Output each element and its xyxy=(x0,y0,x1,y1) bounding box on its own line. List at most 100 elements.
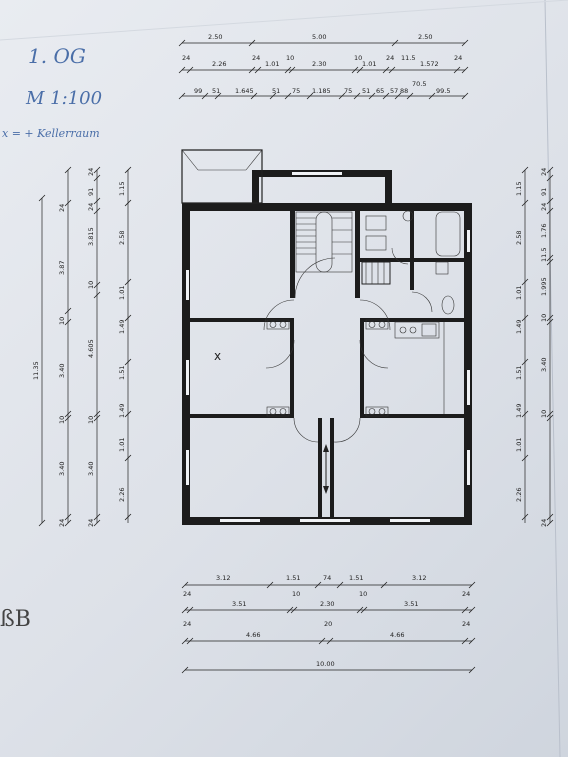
dimension-tick xyxy=(546,414,554,422)
dimension-tick xyxy=(318,637,326,645)
staircase xyxy=(295,211,353,273)
dimension-tick xyxy=(336,581,344,589)
dimension-tick xyxy=(306,92,314,100)
dim-bot2-7: 24 xyxy=(462,590,470,598)
dimension-tick xyxy=(521,358,529,366)
dimension-tick xyxy=(124,513,132,521)
dimension-tick xyxy=(380,581,388,589)
dimension-tick xyxy=(351,66,359,74)
dimension-tick xyxy=(546,410,554,418)
dim-top2-10: 11.5 xyxy=(401,54,415,62)
dim-bot1-4: 1.51 xyxy=(349,574,363,582)
dim-bot3-2: 4.66 xyxy=(246,631,260,639)
dimension-tick xyxy=(546,318,554,326)
dimension-tick xyxy=(356,606,364,614)
dimension-tick xyxy=(314,581,322,589)
dimension-tick xyxy=(461,606,469,614)
dim-top3-1: 99 xyxy=(194,87,202,95)
dimension-tick xyxy=(64,307,72,315)
dimension-tick xyxy=(93,207,101,215)
dim-top2-7: 10 xyxy=(354,54,362,62)
dimension-tick xyxy=(269,92,277,100)
room-mark: x xyxy=(214,349,221,363)
dimension-tick xyxy=(178,66,186,74)
dimension-tick xyxy=(181,666,189,674)
dim-bot1-2: 1.51 xyxy=(286,574,300,582)
dimension-tick xyxy=(201,92,209,100)
chimney-flue xyxy=(323,444,329,494)
dimension-tick xyxy=(521,199,529,207)
dim-top2-1: 24 xyxy=(182,54,190,62)
dimension-tick xyxy=(93,174,101,182)
scale-label: M 1:100 xyxy=(25,88,102,109)
dim-right1-8: 2.26 xyxy=(515,488,523,502)
dimension-tick xyxy=(461,92,469,100)
dim-right2-6: 1.995 xyxy=(540,277,548,296)
dimension-tick xyxy=(186,606,194,614)
dim-top2-9: 24 xyxy=(386,54,394,62)
dim-top3-11: 88 xyxy=(400,87,408,95)
dimension-tick xyxy=(124,358,132,366)
kitchen-counter xyxy=(394,321,445,414)
dim-top-1: 2.50 xyxy=(208,33,222,41)
dimension-tick xyxy=(461,39,469,47)
dim-bot2-6: 3.51 xyxy=(404,600,418,608)
dimension-tick xyxy=(124,278,132,286)
dimension-tick xyxy=(546,166,554,174)
dim-top3-3: 1.645 xyxy=(235,87,254,95)
dim-left2-4: 3.40 xyxy=(58,364,66,378)
dim-top2-2: 2.26 xyxy=(212,60,226,68)
dimension-tick xyxy=(521,166,529,174)
dimension-tick xyxy=(248,66,256,74)
dim-top3-4: 51 xyxy=(272,87,280,95)
dim-left2-3: 10 xyxy=(58,317,66,325)
dimension-tick xyxy=(521,314,529,322)
dim-right2-2: 91 xyxy=(540,188,548,196)
dimension-tick xyxy=(546,197,554,205)
dimension-tick xyxy=(186,66,194,74)
dim-right1-4: 1.49 xyxy=(515,320,523,334)
dim-right1-1: 1.15 xyxy=(515,182,523,196)
dim-top2-5: 10 xyxy=(286,54,294,62)
dim-top3-8: 51 xyxy=(362,87,370,95)
left-dimension-chain: 11.35 24 3.87 10 3.40 10 3.40 24 24 91 2… xyxy=(32,166,132,527)
dim-bot2-1: 24 xyxy=(183,590,191,598)
dimension-tick xyxy=(468,606,476,614)
dimension-tick xyxy=(326,637,334,645)
dimension-tick xyxy=(356,66,364,74)
dimension-tick xyxy=(521,454,529,462)
dim-bot3-5: 24 xyxy=(462,620,470,628)
dim-left3-6: 4.605 xyxy=(87,339,95,358)
dimension-tick xyxy=(546,254,554,262)
dimension-tick xyxy=(64,166,72,174)
dimension-tick xyxy=(266,581,274,589)
dimension-tick xyxy=(286,606,294,614)
dim-bot2-4: 2.30 xyxy=(320,600,334,608)
legend-note: x = + Kellerraum xyxy=(2,127,100,140)
dim-left4-4: 1.49 xyxy=(118,320,126,334)
dim-right2-8: 3.40 xyxy=(540,358,548,372)
dim-bot1-5: 3.12 xyxy=(412,574,426,582)
dim-bot2-3: 10 xyxy=(292,590,300,598)
dimension-tick xyxy=(521,513,529,521)
dim-top3-10: 57 xyxy=(390,87,398,95)
dimension-tick xyxy=(124,454,132,462)
dim-right2-9: 10 xyxy=(540,410,548,418)
dim-left3-7: 10 xyxy=(87,416,95,424)
dim-right1-5: 1.51 xyxy=(515,366,523,380)
dim-top2-4: 1.01 xyxy=(265,60,279,68)
dimension-tick xyxy=(93,197,101,205)
dim-right1-7: 1.01 xyxy=(515,438,523,452)
dim-right2-1: 24 xyxy=(540,168,548,176)
dimension-tick xyxy=(546,258,554,266)
dim-top-2: 5.00 xyxy=(312,33,326,41)
dim-left3-5: 10 xyxy=(87,281,95,289)
dimension-tick xyxy=(93,291,101,299)
dimension-tick xyxy=(181,581,189,589)
dim-top2-3: 24 xyxy=(252,54,260,62)
dim-top3-6: 1.185 xyxy=(312,87,331,95)
dimension-tick xyxy=(546,513,554,521)
dim-right1-3: 1.01 xyxy=(515,286,523,300)
dim-bot2-2: 3.51 xyxy=(232,600,246,608)
